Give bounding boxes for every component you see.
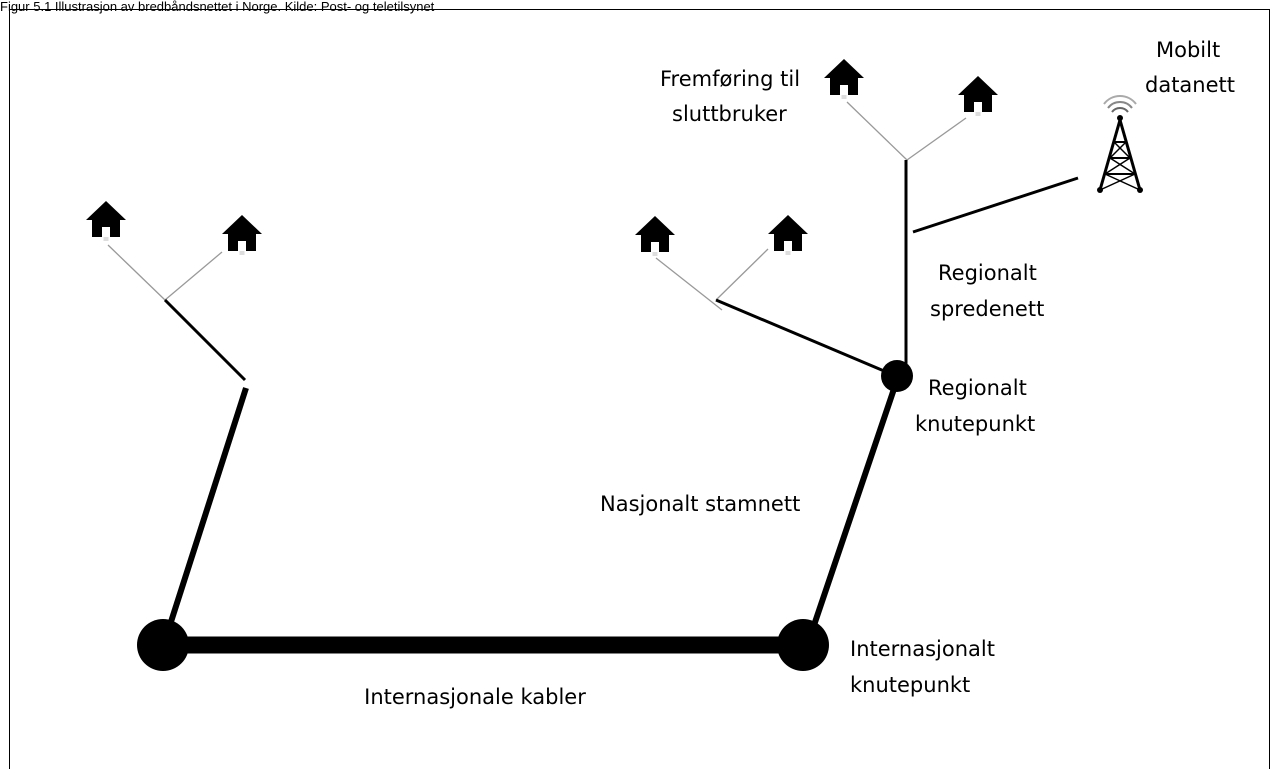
label-internasjonalt-knutepunkt: knutepunkt xyxy=(850,673,970,697)
house-icon xyxy=(86,201,126,241)
international-node-right xyxy=(777,619,829,671)
diagram-frame xyxy=(9,9,1270,769)
house-icon xyxy=(958,76,998,116)
house-icon xyxy=(768,215,808,255)
label-mobilt-datanett: Mobilt xyxy=(1156,38,1220,62)
drop-line xyxy=(655,257,723,311)
regional-lines xyxy=(163,160,1079,382)
end-user-drops xyxy=(107,101,967,311)
figure-caption: Figur 5.1 Illustrasjon av bredbåndsnette… xyxy=(0,0,435,14)
backbone-lines xyxy=(164,379,900,654)
drop-line xyxy=(846,101,908,161)
label-internasjonalt-knutepunkt: Internasjonalt xyxy=(850,637,995,661)
label-regionalt-knutepunkt: Regionalt xyxy=(928,376,1027,400)
drop-line xyxy=(906,117,967,161)
backbone-left xyxy=(166,387,249,629)
drop-line xyxy=(107,244,166,301)
regional-node xyxy=(881,360,913,392)
label-regionalt-spredenett: Regionalt xyxy=(938,261,1037,285)
house-icon xyxy=(824,59,864,99)
cell-tower-icon xyxy=(1097,95,1143,193)
regional-line-left xyxy=(163,298,247,382)
drop-line xyxy=(715,248,769,301)
label-fremforing: Fremføring til xyxy=(660,67,800,91)
label-regionalt-spredenett: spredenett xyxy=(930,297,1044,321)
drop-line xyxy=(164,251,223,301)
label-nasjonalt-stamnett: Nasjonalt stamnett xyxy=(600,492,800,516)
label-internasjonale-kabler: Internasjonale kabler xyxy=(364,685,586,709)
label-fremforing: sluttbruker xyxy=(672,102,787,126)
label-mobilt-datanett: datanett xyxy=(1145,73,1235,97)
mobile-link-line xyxy=(912,176,1079,234)
national-backbone xyxy=(806,379,900,641)
regional-line-middle xyxy=(715,298,897,378)
international-node-left xyxy=(137,619,189,671)
label-regionalt-knutepunkt: knutepunkt xyxy=(915,412,1035,436)
house-icon xyxy=(222,215,262,255)
house-icon xyxy=(635,216,675,256)
